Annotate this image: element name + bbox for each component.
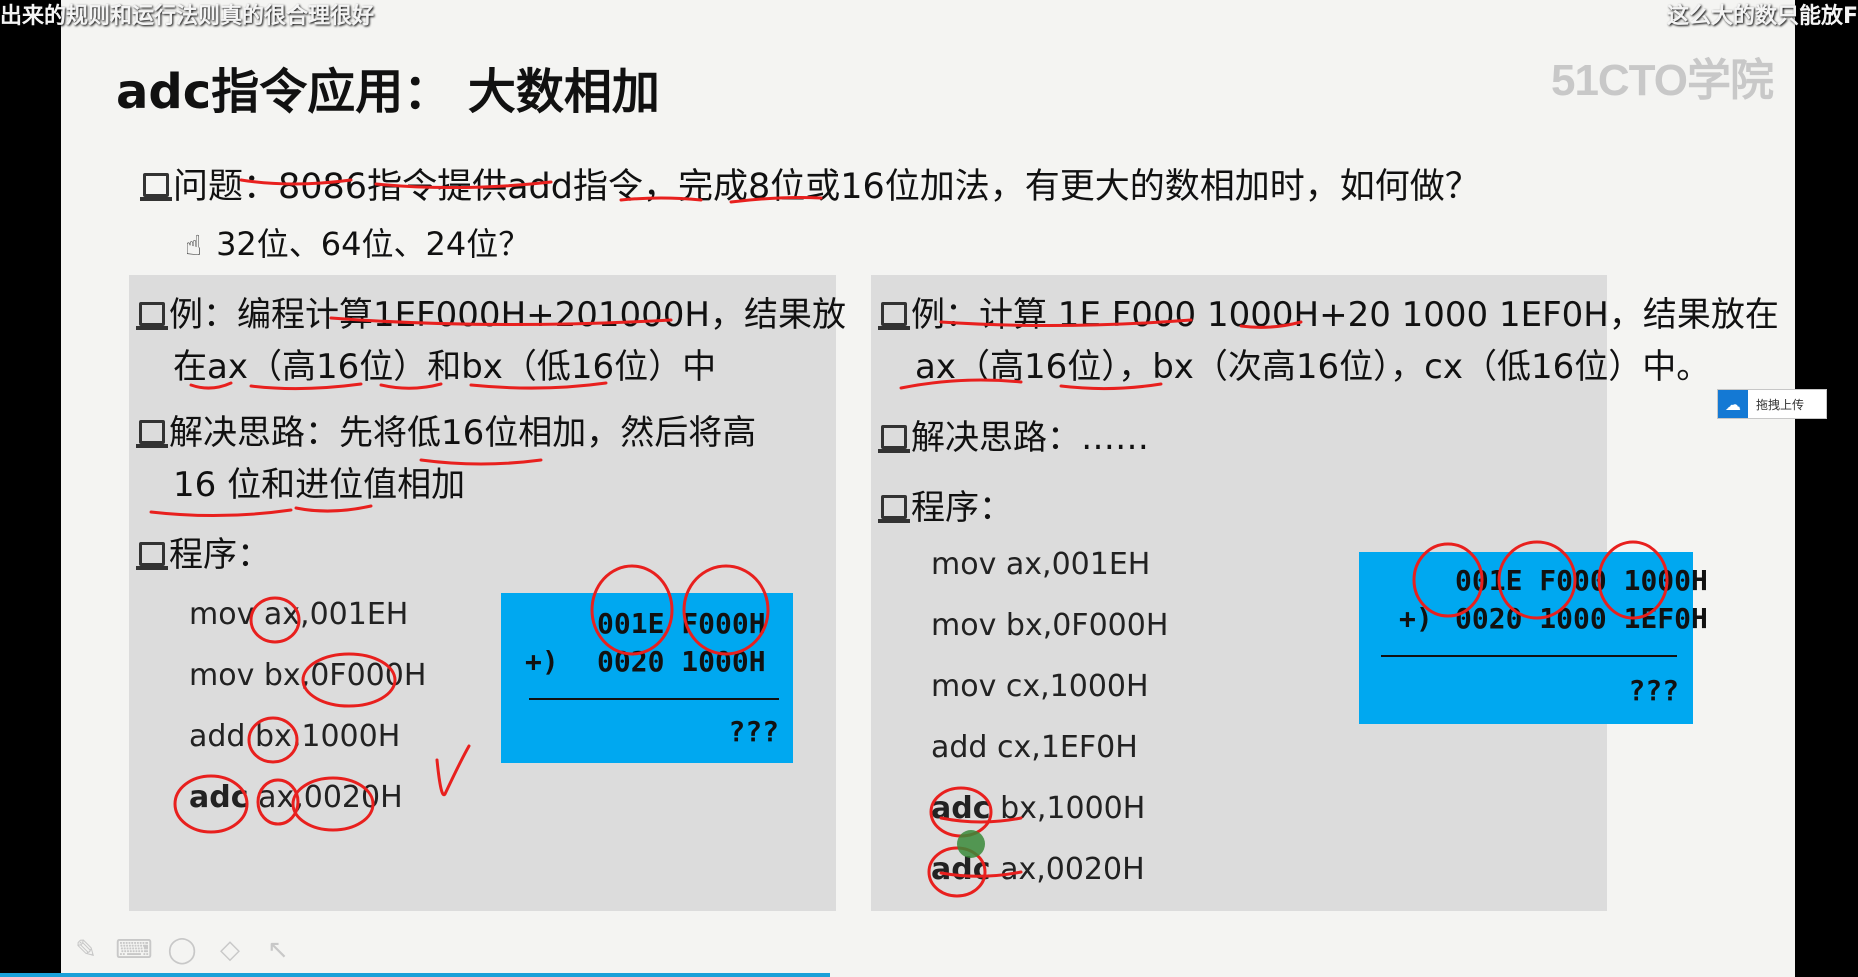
left-code-line-3: add bx,1000H	[189, 719, 401, 754]
bullet-icon	[136, 541, 168, 570]
left-panel: 例：编程计算1EF000H+201000H，结果放 在ax（高16位）和bx（低…	[129, 275, 846, 911]
slide: 51CTO学院 adc指令应用： 大数相加 问题：8086指令提供add指令，完…	[61, 0, 1795, 977]
left-code-line-1: mov ax,001EH	[189, 597, 409, 632]
left-example-line1: 例：编程计算1EF000H+201000H，结果放	[136, 287, 846, 336]
left-box-row1: 001E F000H	[597, 607, 766, 640]
left-program-label: 程序：	[136, 527, 271, 576]
left-example-line2: 在ax（高16位）和bx（低16位）中	[173, 347, 717, 387]
logo: 51CTO学院	[1550, 56, 1774, 105]
question-text: 问题：8086指令提供add指令，完成8位或16位加法，有更大的数相加时，如何做…	[173, 167, 1480, 207]
bullet-icon	[140, 173, 172, 201]
left-approach-line1: 解决思路：先将低16位相加，然后将高	[136, 405, 756, 454]
subtitle-right: 这么大的数只能放F	[1666, 4, 1858, 29]
right-code-line-2: mov bx,0F000H	[931, 608, 1169, 643]
question-sub: ☝ 32位、64位、24位？	[185, 219, 530, 265]
bullet-icon	[878, 494, 910, 523]
left-box-result: ???	[728, 715, 779, 748]
upload-button[interactable]: ☁ 拖拽上传	[1717, 389, 1827, 419]
annotation-toolbar: ✎ ⌨ ◯ ◇ ↖	[71, 935, 293, 965]
right-code-line-3: mov cx,1000H	[931, 669, 1149, 704]
pointer-icon[interactable]: ↖	[267, 935, 289, 965]
bullet-icon	[136, 419, 168, 448]
slide-title: adc指令应用： 大数相加	[116, 64, 660, 120]
question-sub-text: 32位、64位、24位？	[216, 225, 531, 263]
eraser-icon[interactable]: ◯	[167, 935, 197, 965]
right-addition-box: 001E F000 1000H +) 0020 1000 1EF0H ???	[1359, 552, 1708, 724]
right-box-result: ???	[1628, 674, 1679, 707]
right-example-line2: ax（高16位），bx（次高16位），cx（低16位）中。	[915, 347, 1711, 387]
highlighter-icon[interactable]: ◇	[220, 935, 240, 965]
bullet-icon	[878, 424, 910, 453]
hand-pointer-icon: ☝	[185, 229, 203, 262]
right-code-line-4: add cx,1EF0H	[931, 730, 1138, 765]
right-box-sum-line	[1381, 655, 1677, 657]
bullet-icon	[878, 301, 910, 330]
right-program-label: 程序：	[878, 480, 1013, 529]
right-box-plus: +)	[1399, 602, 1433, 635]
question-line: 问题：8086指令提供add指令，完成8位或16位加法，有更大的数相加时，如何做…	[140, 158, 1480, 209]
right-example-line1: 例：计算 1E F000 1000H+20 1000 1EF0H，结果放在	[878, 287, 1779, 336]
right-box-row1: 001E F000 1000H	[1455, 564, 1708, 597]
left-box-plus: +)	[525, 645, 559, 678]
subtitle-left: 出来的规则和运行法则真的很合理很好	[0, 4, 375, 29]
bullet-icon	[136, 301, 168, 330]
cloud-upload-icon: ☁	[1718, 390, 1748, 418]
left-code-line-2: mov bx,0F000H	[189, 658, 427, 693]
pen-icon[interactable]: ✎	[75, 935, 97, 965]
left-code-line-4: adc ax,0020H	[189, 780, 403, 815]
keyboard-icon[interactable]: ⌨	[115, 935, 153, 965]
video-progress-bar[interactable]	[0, 973, 830, 977]
left-approach-line2: 16 位和进位值相加	[173, 465, 466, 505]
right-code-line-6: adc ax,0020H	[931, 852, 1145, 887]
right-box-row2: 0020 1000 1EF0H	[1455, 602, 1708, 635]
left-addition-box: 001E F000H +) 0020 1000H ???	[501, 593, 793, 763]
right-approach: 解决思路：……	[878, 410, 1149, 459]
right-code-line-5: adc bx,1000H	[931, 791, 1146, 826]
left-box-row2: 0020 1000H	[597, 645, 766, 678]
right-panel: 例：计算 1E F000 1000H+20 1000 1EF0H，结果放在 ax…	[871, 275, 1779, 911]
upload-button-label: 拖拽上传	[1756, 397, 1805, 412]
right-code-line-1: mov ax,001EH	[931, 547, 1151, 582]
left-box-sum-line	[529, 698, 779, 700]
